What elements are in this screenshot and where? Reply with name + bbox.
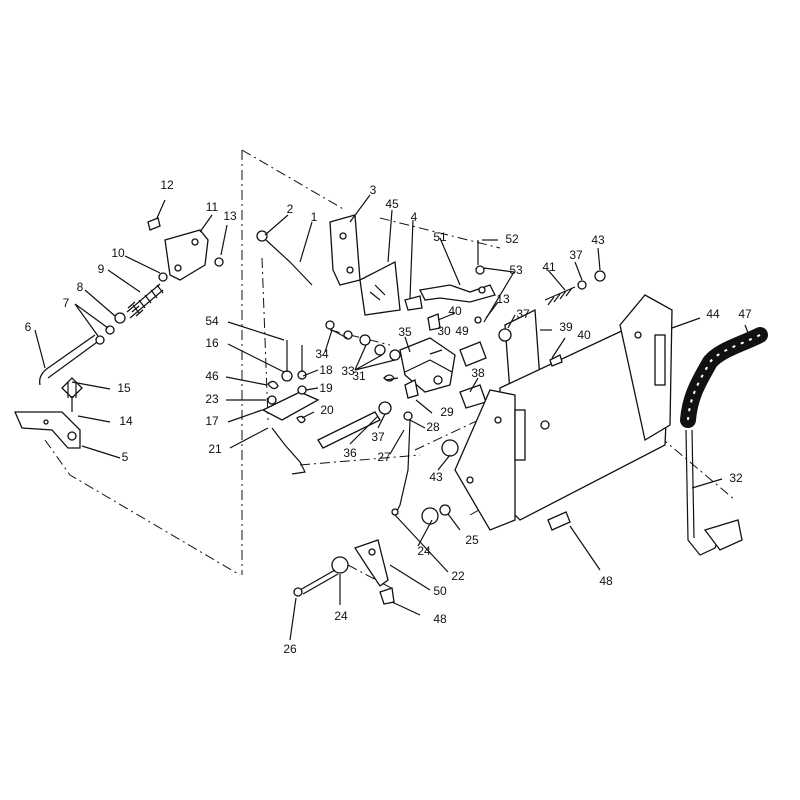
- label-part-16: 16: [205, 336, 219, 350]
- label-part-8: 8: [77, 280, 84, 294]
- label-part-48-right: 48: [599, 574, 613, 588]
- label-part-4: 4: [411, 210, 418, 224]
- label-part-37-top: 37: [569, 248, 583, 262]
- label-part-9: 9: [98, 262, 105, 276]
- label-part-18: 18: [319, 363, 333, 377]
- label-part-15: 15: [117, 381, 131, 395]
- leader-lines: [34, 194, 751, 641]
- label-part-27: 27: [377, 450, 391, 464]
- label-part-33: 33: [341, 364, 355, 378]
- label-part-12: 12: [160, 178, 174, 192]
- label-part-51: 51: [433, 230, 447, 244]
- label-part-44: 44: [706, 307, 720, 321]
- label-part-24-upper: 24: [417, 544, 431, 558]
- label-part-29: 29: [440, 405, 454, 419]
- label-part-34: 34: [315, 347, 329, 361]
- label-part-6: 6: [25, 320, 32, 334]
- label-part-39: 39: [559, 320, 573, 334]
- label-part-43-lower: 43: [429, 470, 443, 484]
- label-part-53: 53: [509, 263, 523, 277]
- label-part-54: 54: [205, 314, 219, 328]
- label-part-31: 31: [352, 369, 366, 383]
- part-number-labels: 1 2 3 4 5 6 7 8 9 10 11 12 13 13 14 15 1…: [25, 178, 752, 656]
- label-part-7: 7: [63, 296, 70, 310]
- label-part-23: 23: [205, 392, 219, 406]
- label-part-26: 26: [283, 642, 297, 656]
- label-part-3: 3: [370, 183, 377, 197]
- label-part-36: 36: [343, 446, 357, 460]
- label-part-52: 52: [505, 232, 519, 246]
- label-part-10: 10: [111, 246, 125, 260]
- label-part-40-center: 40: [448, 304, 462, 318]
- label-part-37-right: 37: [516, 307, 530, 321]
- label-part-11: 11: [206, 200, 219, 214]
- label-part-21: 21: [208, 442, 222, 456]
- label-part-1: 1: [311, 210, 318, 224]
- label-part-30: 30: [437, 324, 451, 338]
- label-part-46: 46: [205, 369, 219, 383]
- label-part-48-bottom: 48: [433, 612, 447, 626]
- label-part-47: 47: [738, 307, 752, 321]
- label-part-2: 2: [287, 202, 294, 216]
- label-part-37-center: 37: [371, 430, 385, 444]
- label-part-19: 19: [319, 381, 333, 395]
- label-part-41: 41: [542, 260, 556, 274]
- label-part-49: 49: [455, 324, 469, 338]
- label-part-50: 50: [433, 584, 447, 598]
- label-part-28: 28: [426, 420, 440, 434]
- label-part-45: 45: [385, 197, 399, 211]
- label-part-20: 20: [320, 403, 334, 417]
- label-part-14: 14: [119, 414, 133, 428]
- label-part-13-left: 13: [223, 209, 237, 223]
- label-part-24-lower: 24: [334, 609, 348, 623]
- bottom-linkage: [293, 504, 451, 605]
- left-linkage: [14, 217, 224, 449]
- label-part-17: 17: [205, 414, 219, 428]
- label-part-22: 22: [451, 569, 465, 583]
- label-part-40-right: 40: [577, 328, 591, 342]
- label-part-38: 38: [471, 366, 485, 380]
- label-part-32: 32: [729, 471, 743, 485]
- label-part-35: 35: [398, 325, 412, 339]
- center-shaft-assembly: [317, 313, 487, 516]
- label-part-25: 25: [465, 533, 479, 547]
- label-part-43-upper: 43: [591, 233, 605, 247]
- center-linkage: [256, 214, 496, 475]
- label-part-5: 5: [122, 450, 129, 464]
- label-part-13-right: 13: [496, 292, 510, 306]
- right-plate-assembly: [441, 240, 768, 556]
